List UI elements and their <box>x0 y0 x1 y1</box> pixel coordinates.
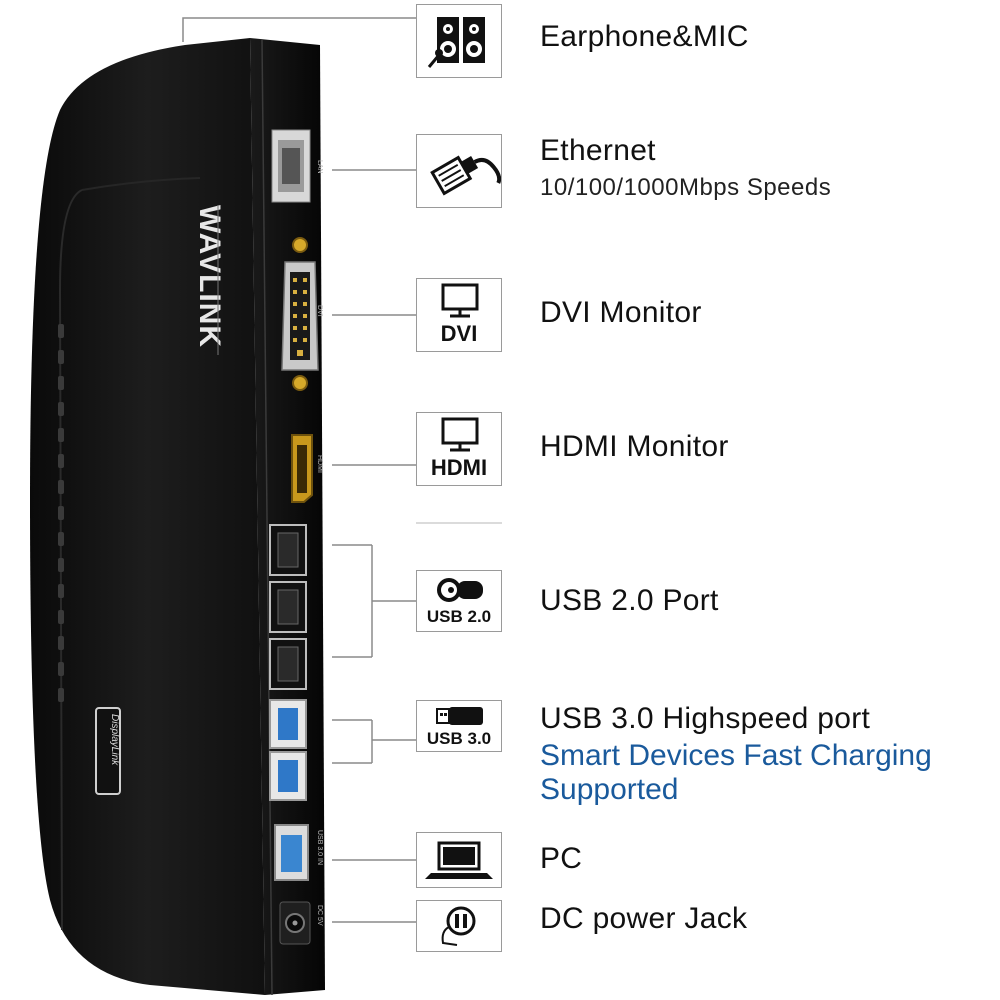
usb-plug-icon <box>437 578 483 602</box>
ethernet-subtitle: 10/100/1000Mbps Speeds <box>540 174 832 201</box>
displaylink-badge <box>95 707 121 795</box>
usb-drive-icon <box>436 707 483 725</box>
svg-text:DC 5V: DC 5V <box>316 905 323 926</box>
usb-b-port <box>274 824 309 881</box>
device-body <box>30 38 265 995</box>
hdmi-port <box>291 434 313 503</box>
usb3-charging-line-2: Supported <box>540 773 679 806</box>
connector-lines <box>182 17 502 923</box>
ethernet-icon-box <box>416 134 502 208</box>
svg-text:DVI: DVI <box>316 305 323 317</box>
ethernet-cable-icon <box>430 155 502 196</box>
laptop-icon <box>425 841 493 879</box>
audio-icon-box <box>416 4 502 78</box>
usb2-icon-label: USB 2.0 <box>426 607 492 626</box>
usb2-icon-box: USB 2.0 <box>416 570 502 632</box>
dc-title: DC power Jack <box>540 902 748 935</box>
hdmi-title: HDMI Monitor <box>540 430 729 463</box>
monitor-icon <box>441 417 479 452</box>
vent-slots <box>58 324 64 702</box>
dc-jack <box>279 901 311 945</box>
brand-logo: WAVLINK <box>193 205 226 348</box>
usb3-charging-line-1: Smart Devices Fast Charging <box>540 739 932 772</box>
audio-title: Earphone&MIC <box>540 20 749 53</box>
svg-text:USB 3.0 IN: USB 3.0 IN <box>316 830 323 865</box>
dvi-icon-label: DVI <box>440 321 478 346</box>
pc-title: PC <box>540 842 583 875</box>
hdmi-icon-label: HDMI <box>430 455 488 480</box>
dvi-title: DVI Monitor <box>540 296 702 329</box>
svg-text:LAN: LAN <box>316 160 323 174</box>
usb3-ports <box>269 699 307 801</box>
dvi-port <box>281 237 319 391</box>
ethernet-port <box>271 129 311 203</box>
svg-text:HDMI: HDMI <box>316 455 323 473</box>
power-plug-icon <box>441 906 476 946</box>
usb3-icon-box: USB 3.0 <box>416 700 502 752</box>
svg-text:DisplayLink: DisplayLink <box>109 714 120 766</box>
dc-icon-box <box>416 900 502 952</box>
speakers-icon <box>427 17 485 68</box>
usb3-icon-label: USB 3.0 <box>426 729 492 748</box>
usb2-title: USB 2.0 Port <box>540 584 719 617</box>
hdmi-icon-box: HDMI <box>416 412 502 486</box>
ethernet-title: Ethernet <box>540 134 656 167</box>
pc-icon-box <box>416 832 502 888</box>
usb2-ports <box>269 524 307 690</box>
dvi-icon-box: DVI <box>416 278 502 352</box>
monitor-icon <box>441 283 479 318</box>
usb3-title: USB 3.0 Highspeed port <box>540 702 871 735</box>
